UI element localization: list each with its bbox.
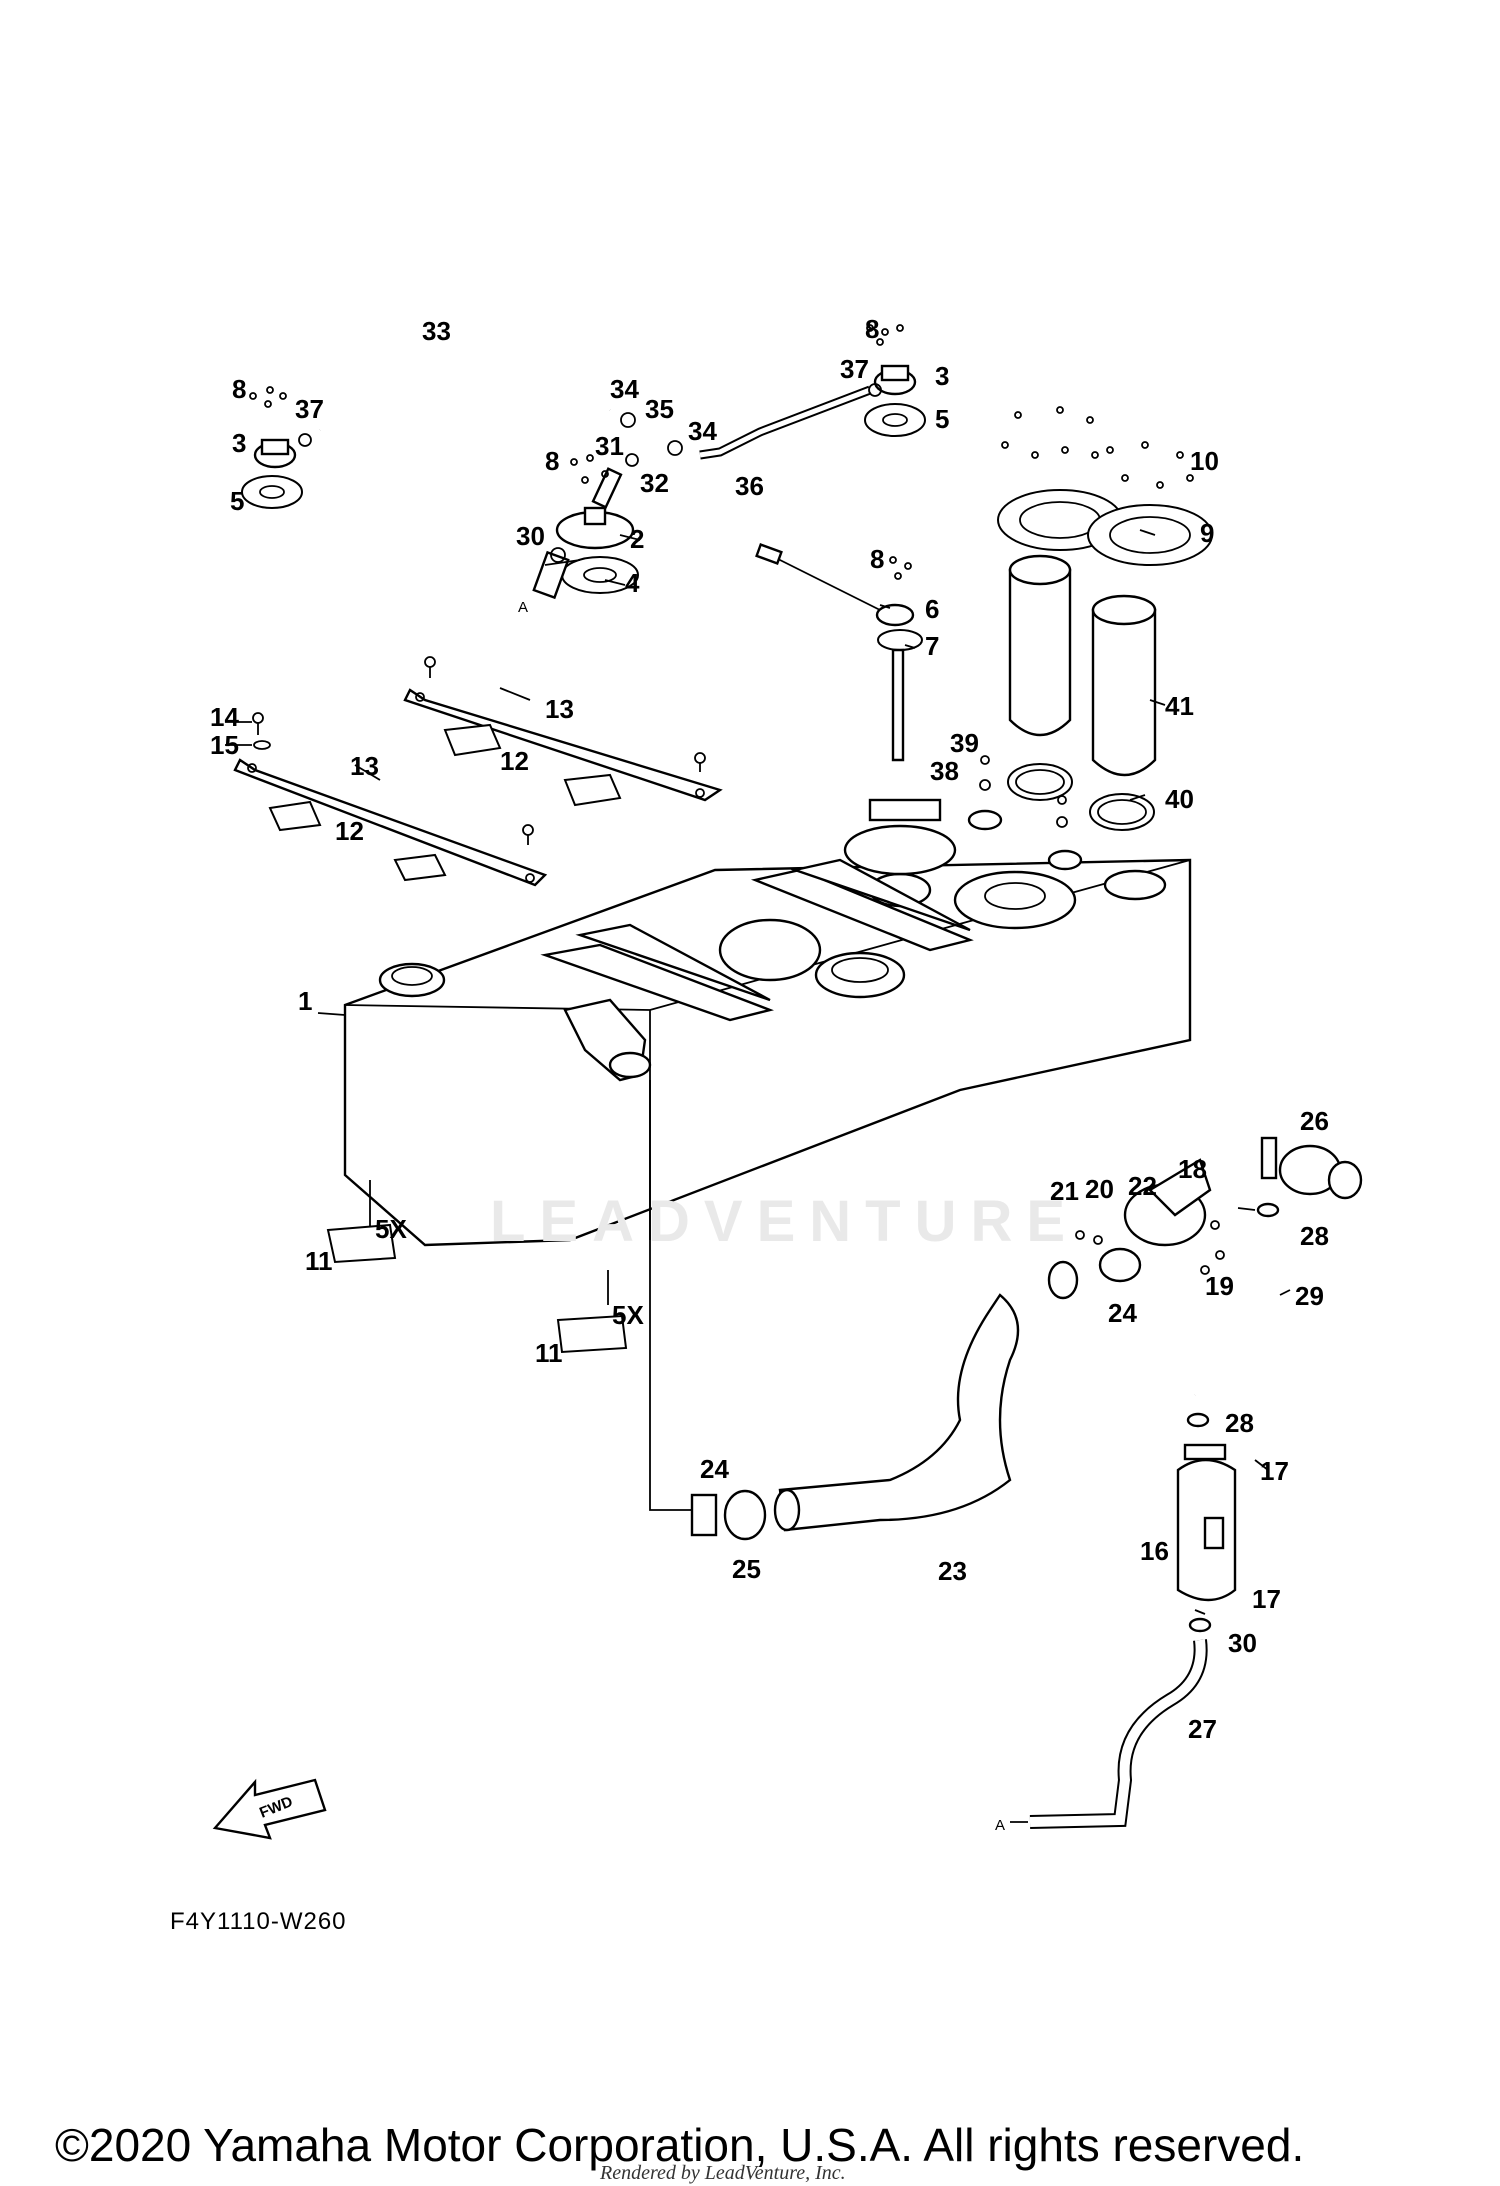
callout-5-right: 5: [935, 404, 949, 434]
callout-1: 1: [298, 986, 312, 1016]
fuel-pumps: [997, 489, 1213, 831]
callout-22: 22: [1128, 1171, 1157, 1201]
callout-39: 39: [950, 728, 979, 758]
callout-5-left: 5: [230, 486, 244, 516]
callout-40: 40: [1165, 784, 1194, 814]
fuel-tank: [343, 798, 1192, 1247]
rendered-by-footer: Rendered by LeadVenture, Inc.: [600, 2162, 846, 2184]
callout-38: 38: [930, 756, 959, 786]
callout-11-left: 11: [305, 1246, 333, 1276]
callout-8-left: 8: [232, 374, 246, 404]
callout-31: 31: [595, 431, 624, 461]
callout-4: 4: [625, 568, 640, 598]
callout-13-upper: 13: [545, 694, 574, 724]
callout-8-sender: 8: [870, 544, 884, 574]
watermark: LEADVENTURE: [490, 1189, 1080, 1254]
fuel-sender: [755, 543, 923, 762]
filler-assembly: [690, 1158, 1225, 1541]
callout-3-left: 3: [232, 428, 246, 458]
callout-28-upper: 28: [1300, 1221, 1329, 1251]
callout-37-left: 37: [295, 394, 324, 424]
vent-fitting-left: [241, 433, 312, 509]
callout-18: 18: [1178, 1154, 1207, 1184]
vent-fitting-right: [864, 364, 926, 437]
vent-hoses: [318, 357, 872, 460]
callout-3-right: 3: [935, 361, 949, 391]
callout-41: 41: [1165, 691, 1194, 721]
callout-17-upper: 17: [1260, 1456, 1289, 1486]
callout-26: 26: [1300, 1106, 1329, 1136]
callout-8-right: 8: [865, 314, 879, 344]
callout-30-upper: 30: [516, 521, 545, 551]
quantity-note-5x-2: 5X: [612, 1300, 644, 1330]
fwd-arrow-icon: FWD: [212, 1778, 327, 1840]
callout-36: 36: [735, 471, 764, 501]
callout-29: 29: [1295, 1281, 1324, 1311]
callout-24-upper: 24: [1108, 1298, 1137, 1328]
callout-8-center: 8: [545, 446, 559, 476]
callout-23: 23: [938, 1556, 967, 1586]
callout-33: 33: [422, 316, 451, 346]
callout-17-lower: 17: [1252, 1584, 1281, 1614]
callout-24-lower: 24: [700, 1454, 729, 1484]
callout-12-lower: 12: [335, 816, 364, 846]
filler-route-line: [649, 1080, 695, 1511]
callout-15: 15: [210, 730, 239, 760]
callout-14: 14: [210, 702, 239, 732]
callout-11-right: 11: [535, 1338, 563, 1368]
callouts: 1 2 3 3 4 5 5 6 7 8 8 8 8 9 10 11 11 12 …: [210, 314, 1329, 1744]
connection-marker-a-top: A: [518, 599, 528, 616]
callout-32: 32: [640, 468, 669, 498]
callout-27: 27: [1188, 1714, 1217, 1744]
leader-lines: [225, 529, 1291, 1305]
callout-30-lower: 30: [1228, 1628, 1257, 1658]
callout-34-left: 34: [610, 374, 639, 404]
strap-bolts: [252, 656, 706, 845]
callout-35: 35: [645, 394, 674, 424]
callout-21: 21: [1050, 1176, 1079, 1206]
callout-37-right: 37: [840, 354, 869, 384]
quantity-note-5x: 5X: [375, 1214, 407, 1244]
connection-marker-a-bottom: A: [995, 1817, 1005, 1834]
ring-bolts: [249, 324, 1194, 828]
tank-straps: [233, 688, 723, 887]
callout-12-upper: 12: [500, 746, 529, 776]
copyright-footer: ©2020 Yamaha Motor Corporation, U.S.A. A…: [55, 2119, 1305, 2171]
callout-10: 10: [1190, 446, 1219, 476]
vent-hose-and-filter: [1010, 1136, 1363, 1829]
callout-13-lower: 13: [350, 751, 379, 781]
callout-16: 16: [1140, 1536, 1169, 1566]
callout-9: 9: [1200, 518, 1214, 548]
callout-28-lower: 28: [1225, 1408, 1254, 1438]
diagram-code: F4Y1110-W260: [170, 1908, 347, 1935]
callout-19: 19: [1205, 1271, 1234, 1301]
callout-25: 25: [732, 1554, 761, 1584]
callout-2: 2: [630, 524, 644, 554]
callout-20: 20: [1085, 1174, 1114, 1204]
callout-7: 7: [925, 631, 939, 661]
callout-34-right: 34: [688, 416, 717, 446]
callout-6: 6: [925, 594, 939, 624]
warning-labels: [326, 1223, 628, 1354]
